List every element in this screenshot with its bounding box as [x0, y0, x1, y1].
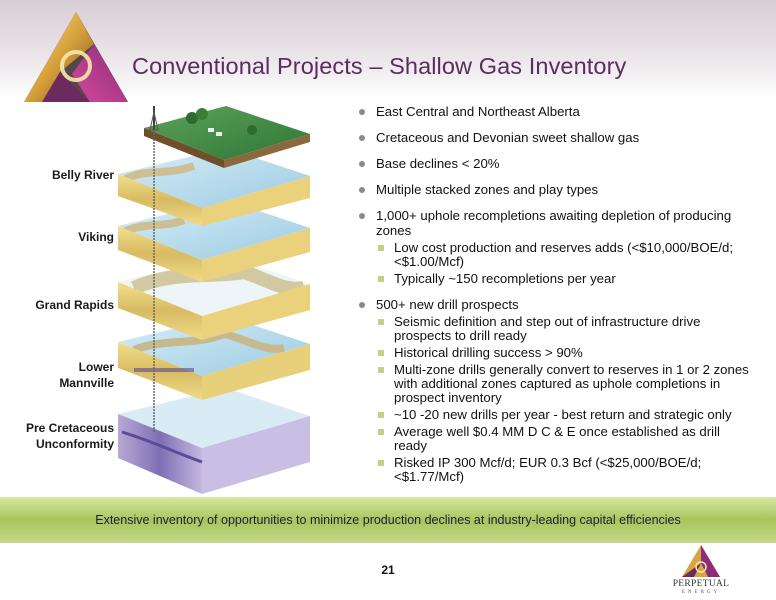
list-item: Cretaceous and Devonian sweet shallow ga…: [356, 130, 756, 145]
bullet-dot-icon: [359, 135, 365, 141]
perpetual-logo-icon: [24, 12, 128, 102]
sub-list-item: ~10 -20 new drills per year - best retur…: [376, 408, 756, 422]
sub-list: Seismic definition and step out of infra…: [376, 315, 756, 484]
list-item: Multiple stacked zones and play types: [356, 182, 756, 197]
square-bullet-icon: [378, 460, 384, 466]
bullet-dot-icon: [359, 213, 365, 219]
sub-list-item: Historical drilling success > 90%: [376, 346, 756, 360]
page-number: 21: [381, 563, 395, 577]
sub-list-item: Risked IP 300 Mcf/d; EUR 0.3 Bcf (<$25,0…: [376, 456, 756, 484]
list-item: Base declines < 20%: [356, 156, 756, 171]
bullet-dot-icon: [359, 187, 365, 193]
list-item: 1,000+ uphole recompletions awaiting dep…: [356, 208, 756, 286]
footer-banner-text: Extensive inventory of opportunities to …: [95, 513, 681, 527]
sub-list-item: Typically ~150 recompletions per year: [376, 272, 756, 286]
header-band: [0, 0, 776, 96]
square-bullet-icon: [378, 412, 384, 418]
list-item: 500+ new drill prospects Seismic definit…: [356, 297, 756, 484]
footer-banner: [0, 497, 776, 543]
list-item: East Central and Northeast Alberta: [356, 104, 756, 119]
sub-list-item: Multi-zone drills generally convert to r…: [376, 363, 756, 405]
square-bullet-icon: [378, 245, 384, 251]
sub-list-item: Seismic definition and step out of infra…: [376, 315, 756, 343]
geological-layers-diagram: [118, 106, 310, 494]
page-title: Conventional Projects – Shallow Gas Inve…: [132, 53, 627, 79]
bullet-list: East Central and Northeast Alberta Creta…: [356, 104, 756, 495]
bullet-dot-icon: [359, 109, 365, 115]
square-bullet-icon: [378, 429, 384, 435]
sub-list-item: Average well $0.4 MM D C & E once establ…: [376, 425, 756, 453]
layer-label-grand-rapids: Grand Rapids: [35, 298, 114, 312]
bullet-dot-icon: [359, 161, 365, 167]
square-bullet-icon: [378, 319, 384, 325]
corner-logo-name: PERPETUAL: [672, 579, 730, 589]
corner-logo-subtitle: ENERGY: [681, 590, 721, 595]
sub-list-item: Low cost production and reserves adds (<…: [376, 241, 756, 269]
sub-list: Low cost production and reserves adds (<…: [376, 241, 756, 286]
corner-logo-icon: [682, 545, 720, 577]
bullet-dot-icon: [359, 302, 365, 308]
square-bullet-icon: [378, 350, 384, 356]
layer-label-viking: Viking: [78, 230, 114, 244]
layer-label-belly-river: Belly River: [51, 168, 114, 182]
square-bullet-icon: [378, 276, 384, 282]
square-bullet-icon: [378, 367, 384, 373]
